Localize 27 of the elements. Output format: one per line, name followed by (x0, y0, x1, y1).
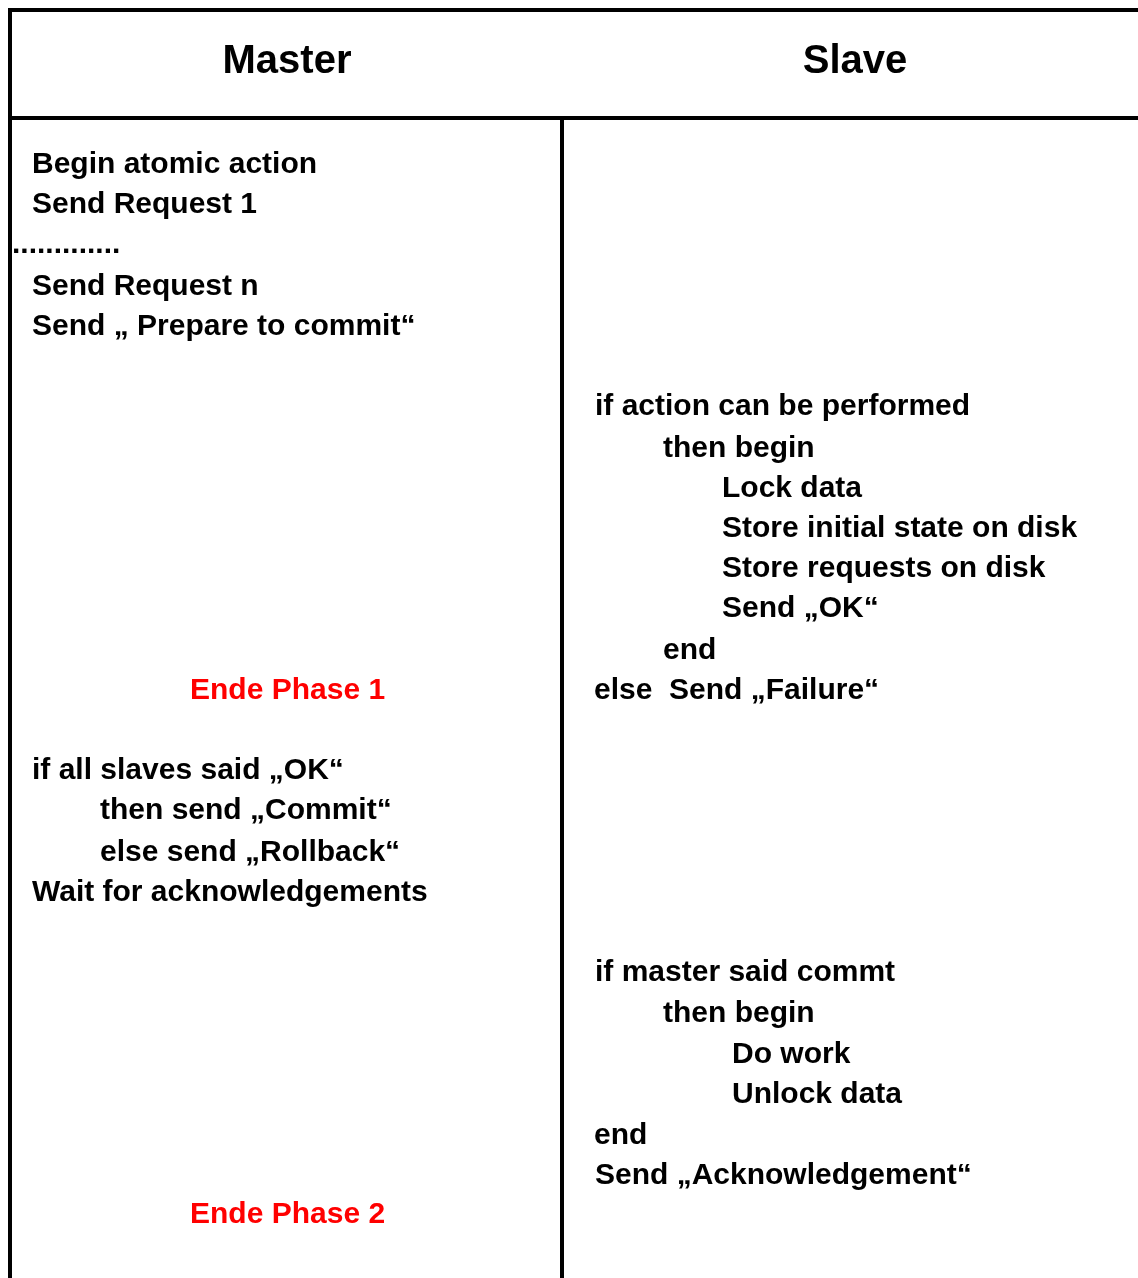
column-header: Slave (802, 39, 908, 79)
pseudocode-line: else send „Rollback“ (100, 836, 401, 866)
pseudocode-line: if all slaves said „OK“ (32, 754, 344, 784)
column-header: Master (222, 39, 352, 79)
pseudocode-line: Store initial state on disk (722, 512, 1078, 542)
pseudocode-line: Send Request n (32, 270, 259, 300)
pseudocode-line: Wait for acknowledgements (32, 876, 428, 906)
pseudocode-line: Store requests on disk (722, 552, 1046, 582)
pseudocode-line: Send „OK“ (722, 592, 879, 622)
pseudocode-line: else Send „Failure“ (594, 674, 880, 704)
pseudocode-line: Lock data (722, 472, 863, 502)
phase-label: Ende Phase 1 (190, 674, 386, 704)
phase-label: Ende Phase 2 (190, 1198, 386, 1228)
pseudocode-line: Unlock data (732, 1078, 903, 1108)
pseudocode-line: Send Request 1 (32, 188, 258, 218)
pseudocode-line: ............. (12, 228, 121, 258)
pseudocode-line: end (663, 634, 717, 664)
pseudocode-line: then begin (663, 997, 815, 1027)
pseudocode-line: then begin (663, 432, 815, 462)
pseudocode-line: if action can be performed (595, 390, 971, 420)
pseudocode-line: if master said commt (595, 956, 896, 986)
pseudocode-line: then send „Commit“ (100, 794, 392, 824)
pseudocode-line: Send „ Prepare to commit“ (32, 310, 416, 340)
pseudocode-line: Begin atomic action (32, 148, 318, 178)
pseudocode-line: Do work (732, 1038, 851, 1068)
pseudocode-line: end (594, 1119, 648, 1149)
pseudocode-line: Send „Acknowledgement“ (595, 1159, 972, 1189)
